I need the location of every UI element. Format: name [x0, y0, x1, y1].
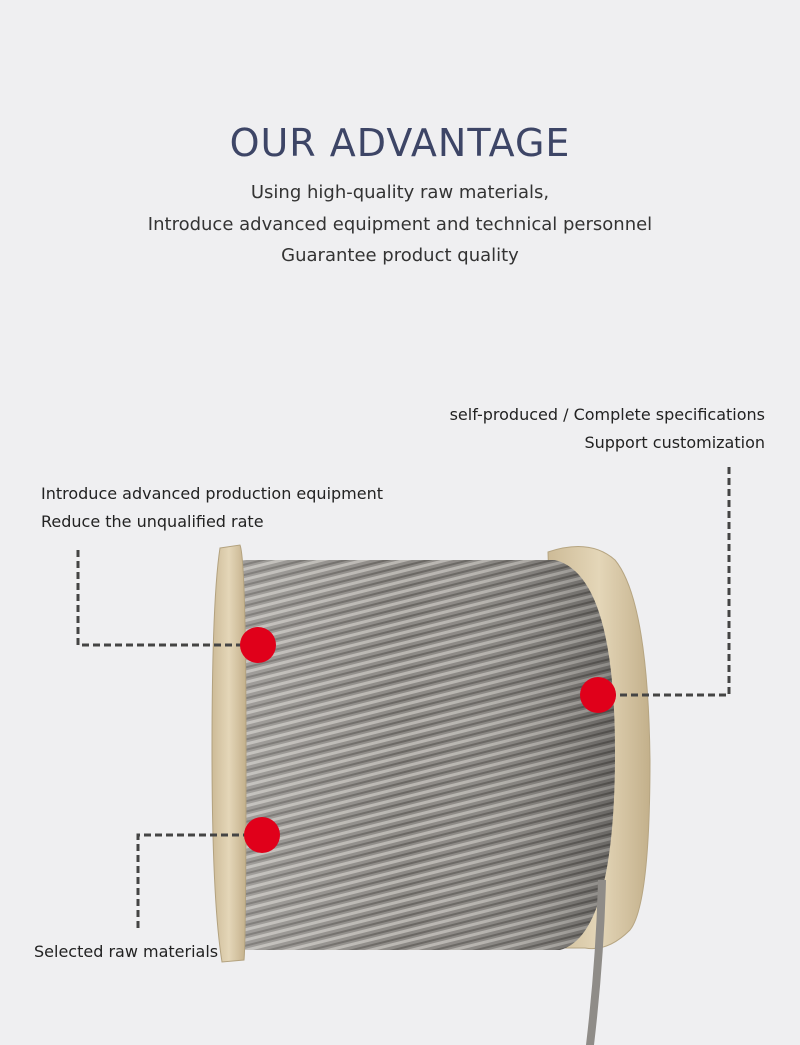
- callout-left-line-2: Reduce the unqualified rate: [41, 512, 264, 531]
- marker-left: [240, 627, 276, 663]
- callout-top-right-line-2: Support customization: [584, 433, 765, 452]
- leader-line-bottom-left: [136, 833, 262, 928]
- cable-loose-end: [586, 880, 606, 1045]
- page-title: OUR ADVANTAGE: [229, 121, 571, 166]
- callout-left-line-1: Introduce advanced production equipment: [41, 484, 384, 503]
- subtitle-line-2: Introduce advanced equipment and technic…: [147, 214, 653, 235]
- callout-top-right-line-1: self-produced / Complete specifications: [449, 405, 765, 424]
- subtitle-line-1: Using high-quality raw materials,: [250, 182, 550, 203]
- subtitle-line-3: Guarantee product quality: [281, 245, 519, 266]
- marker-right: [580, 677, 616, 713]
- leader-line-left: [76, 550, 258, 647]
- callout-bottom-left-line-1: Selected raw materials: [34, 942, 219, 961]
- spool-left-flange: [211, 544, 247, 963]
- marker-bottom-left: [244, 817, 280, 853]
